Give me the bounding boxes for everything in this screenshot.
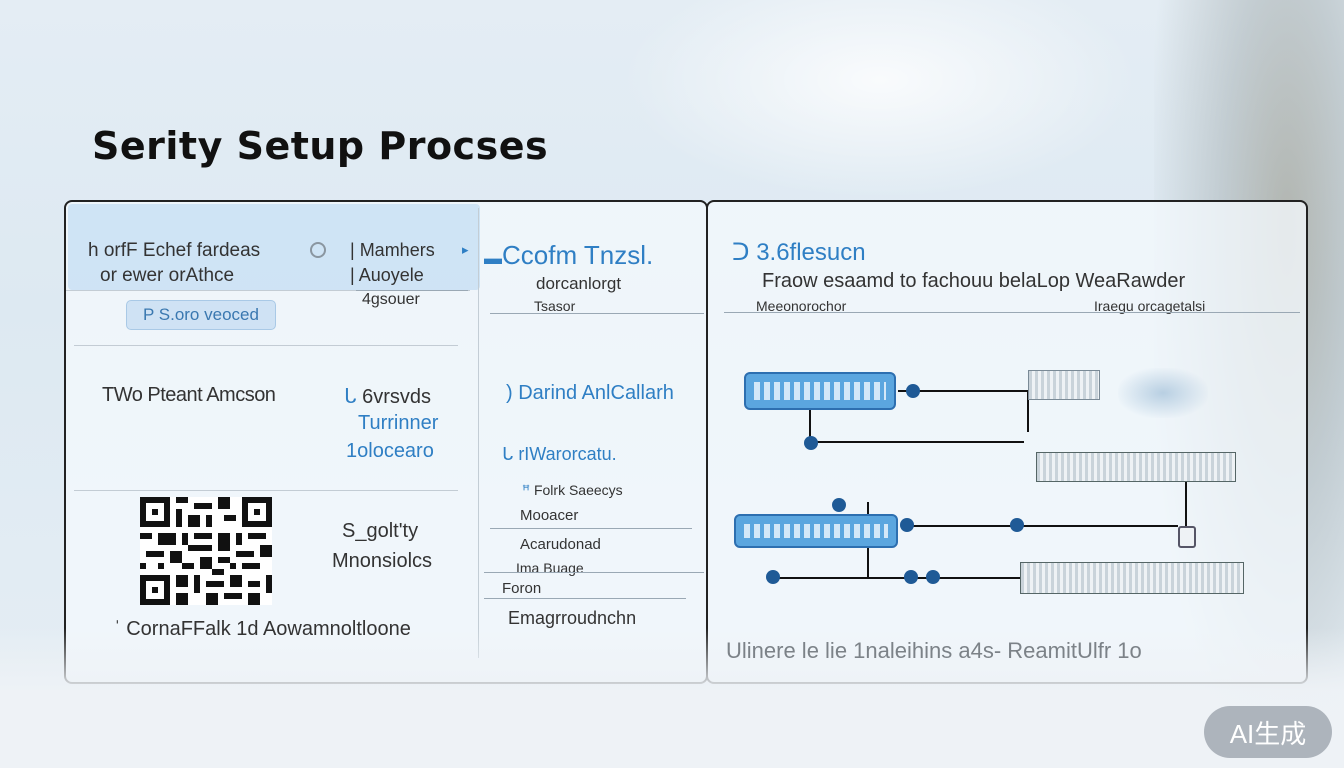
section-two-value-3: 1olocearo [346, 440, 434, 462]
divider [66, 290, 470, 291]
col3-item-4: Ima Buage [516, 560, 584, 576]
connection-lines [772, 390, 1187, 579]
col3-item-3: Acarudonad [520, 536, 601, 553]
progress-bar-2 [1020, 562, 1244, 594]
column-divider [478, 208, 479, 658]
right-panel-subtitle: Fraow esaamd to fachouu belaLop WeaRawde… [762, 270, 1186, 292]
cloud-icon [1118, 368, 1208, 418]
divider [484, 598, 686, 599]
lock-icon [1178, 526, 1196, 548]
circle-icon [310, 242, 326, 258]
col3-header: ▬Ccofm Tnzsl. [484, 240, 654, 270]
col3-section-2: ) Darind AnlCallarh [506, 382, 674, 404]
divider [74, 490, 458, 491]
divider [74, 345, 458, 346]
section-two-label: TWo Pteant Amcson [102, 384, 276, 406]
right-panel-header: ᑐ 3.6flesucn [732, 239, 866, 266]
background-glow [620, 0, 1140, 200]
col3-item-2: Mooacer [520, 507, 579, 524]
divider [490, 528, 692, 529]
divider [724, 312, 1300, 313]
connector-dot [904, 570, 918, 584]
col2-item-2: | Auoyele [350, 265, 424, 285]
header-line-1: h orfF Echef fardeas [88, 240, 261, 261]
col2-item-3: 4gsouer [362, 291, 420, 308]
section-two-value-1: ᒐ 6vrsvds [344, 386, 432, 408]
col3-item-6: Emagrroudnchn [508, 608, 637, 628]
qr-code-icon[interactable] [140, 496, 272, 606]
divider [356, 290, 468, 291]
col3-sub-2: Tsasor [534, 298, 576, 314]
col3-section-3: ᒐ rIWarorcatu. [502, 444, 617, 464]
status-badge[interactable]: P S.oro veoced [126, 300, 276, 330]
device-icon[interactable] [1028, 370, 1100, 400]
connector-dot [766, 570, 780, 584]
diagram-caption: Ulinere le lie 1naleihins a4s- ReamitUlf… [726, 638, 1142, 663]
right-panel-meta-left: Meeonorochor [756, 298, 847, 314]
col2-item-1: | Mamhers [350, 240, 435, 260]
progress-bar-1 [1036, 452, 1236, 482]
qr-caption: ˈ CornaFFalk 1d Aowamnoltloone [114, 618, 411, 640]
connector-dot [900, 518, 914, 532]
right-panel-meta-right: Iraegu orcagetalsi [1094, 298, 1206, 314]
col3-sub-1: dorcanlorgt [536, 274, 622, 293]
col3-item-1: ꟸ Folrk Saeecys [522, 482, 623, 498]
header-line-2: or ewer orAthce [100, 265, 235, 286]
setup-steps-panel: h orfF Echef fardeas or ewer orAthce | M… [64, 200, 708, 684]
section-three-value-1: S_golt'ty [342, 520, 419, 542]
section-three-value-2: Mnonsiolcs [332, 550, 433, 572]
chevron-right-icon: ▸ [462, 242, 469, 257]
connector-dot [804, 436, 818, 450]
page-title: Serity Setup Procses [92, 124, 549, 168]
col3-item-5: Foron [502, 580, 542, 597]
bottom-fade [0, 628, 1344, 768]
server-node-2[interactable] [734, 514, 898, 548]
connector-dot [906, 384, 920, 398]
server-node-1[interactable] [744, 372, 896, 410]
divider [484, 572, 704, 573]
ai-generated-watermark: AI生成 [1204, 706, 1332, 758]
divider [490, 313, 704, 314]
header-highlight [68, 204, 480, 290]
section-two-value-2: Turrinner [358, 412, 439, 434]
connector-dot [926, 570, 940, 584]
connector-dot [832, 498, 846, 512]
connector-dot [1010, 518, 1024, 532]
connection-diagram-panel: ᑐ 3.6flesucn Fraow esaamd to fachouu bel… [706, 200, 1308, 684]
